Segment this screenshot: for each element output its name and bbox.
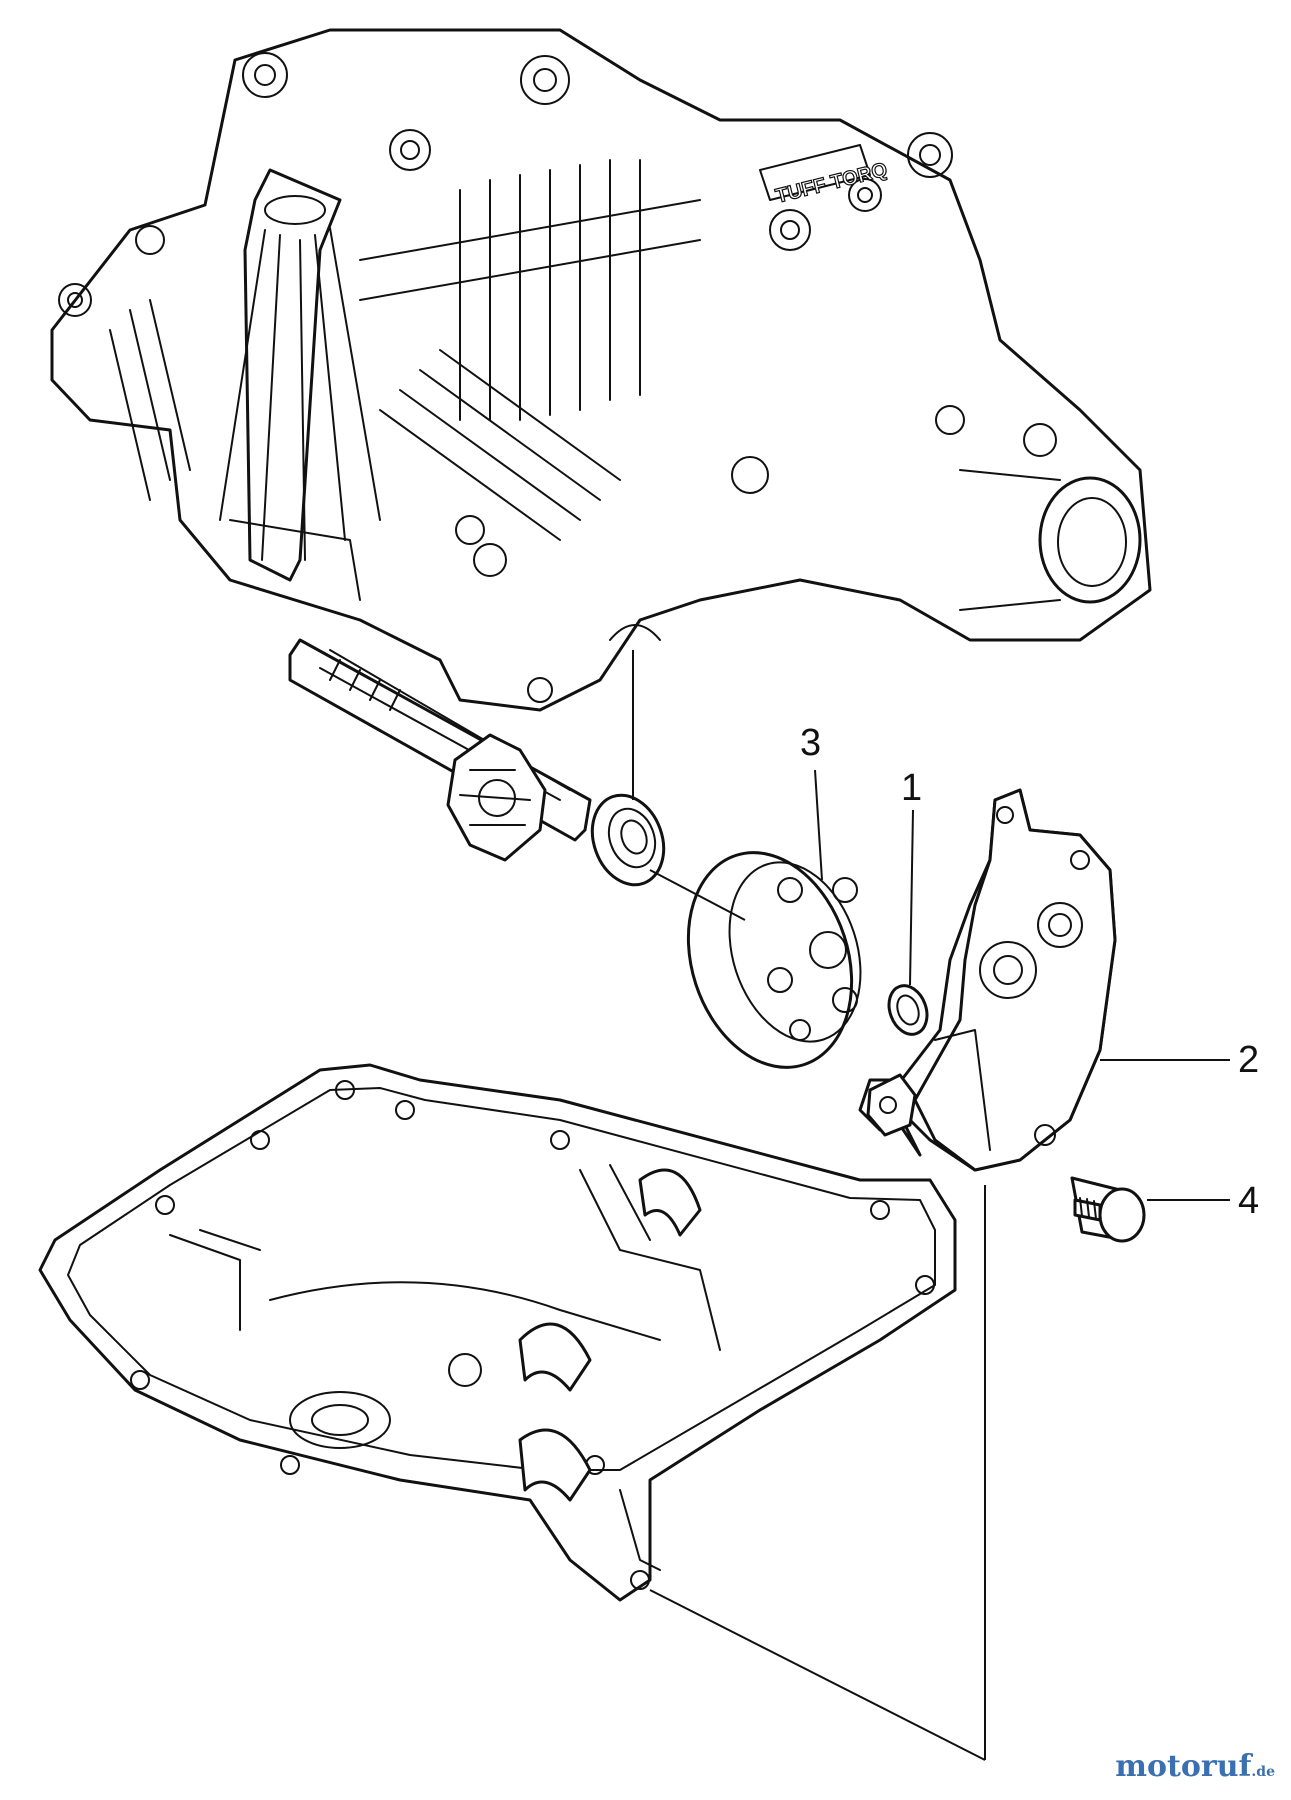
- callout-1: 1: [901, 767, 922, 809]
- part-3-pump-rotor: [686, 851, 862, 1069]
- bearing: [590, 793, 666, 887]
- callout-4: 4: [1238, 1180, 1259, 1222]
- callout-3: 3: [800, 722, 821, 764]
- leader-lines: [632, 650, 1230, 1761]
- input-shaft: [288, 638, 592, 862]
- callout-2: 2: [1238, 1039, 1259, 1081]
- shaft-alignment-line: [649, 869, 746, 921]
- leader-3: [814, 769, 823, 881]
- part-1-snap-ring: [887, 984, 929, 1036]
- leader-1: [909, 809, 914, 986]
- housing-alignment-line: [649, 1589, 986, 1761]
- part-2-pump-cover: [858, 788, 1117, 1172]
- watermark-tld: .de: [1251, 1764, 1275, 1780]
- part-4-bolt: [1070, 1176, 1146, 1243]
- watermark-logo: motoruf.de: [1115, 1749, 1275, 1784]
- upper-housing: TUFF TORQ: [50, 28, 1152, 712]
- watermark-brand: motoruf: [1115, 1749, 1252, 1784]
- lower-housing: [38, 1063, 957, 1602]
